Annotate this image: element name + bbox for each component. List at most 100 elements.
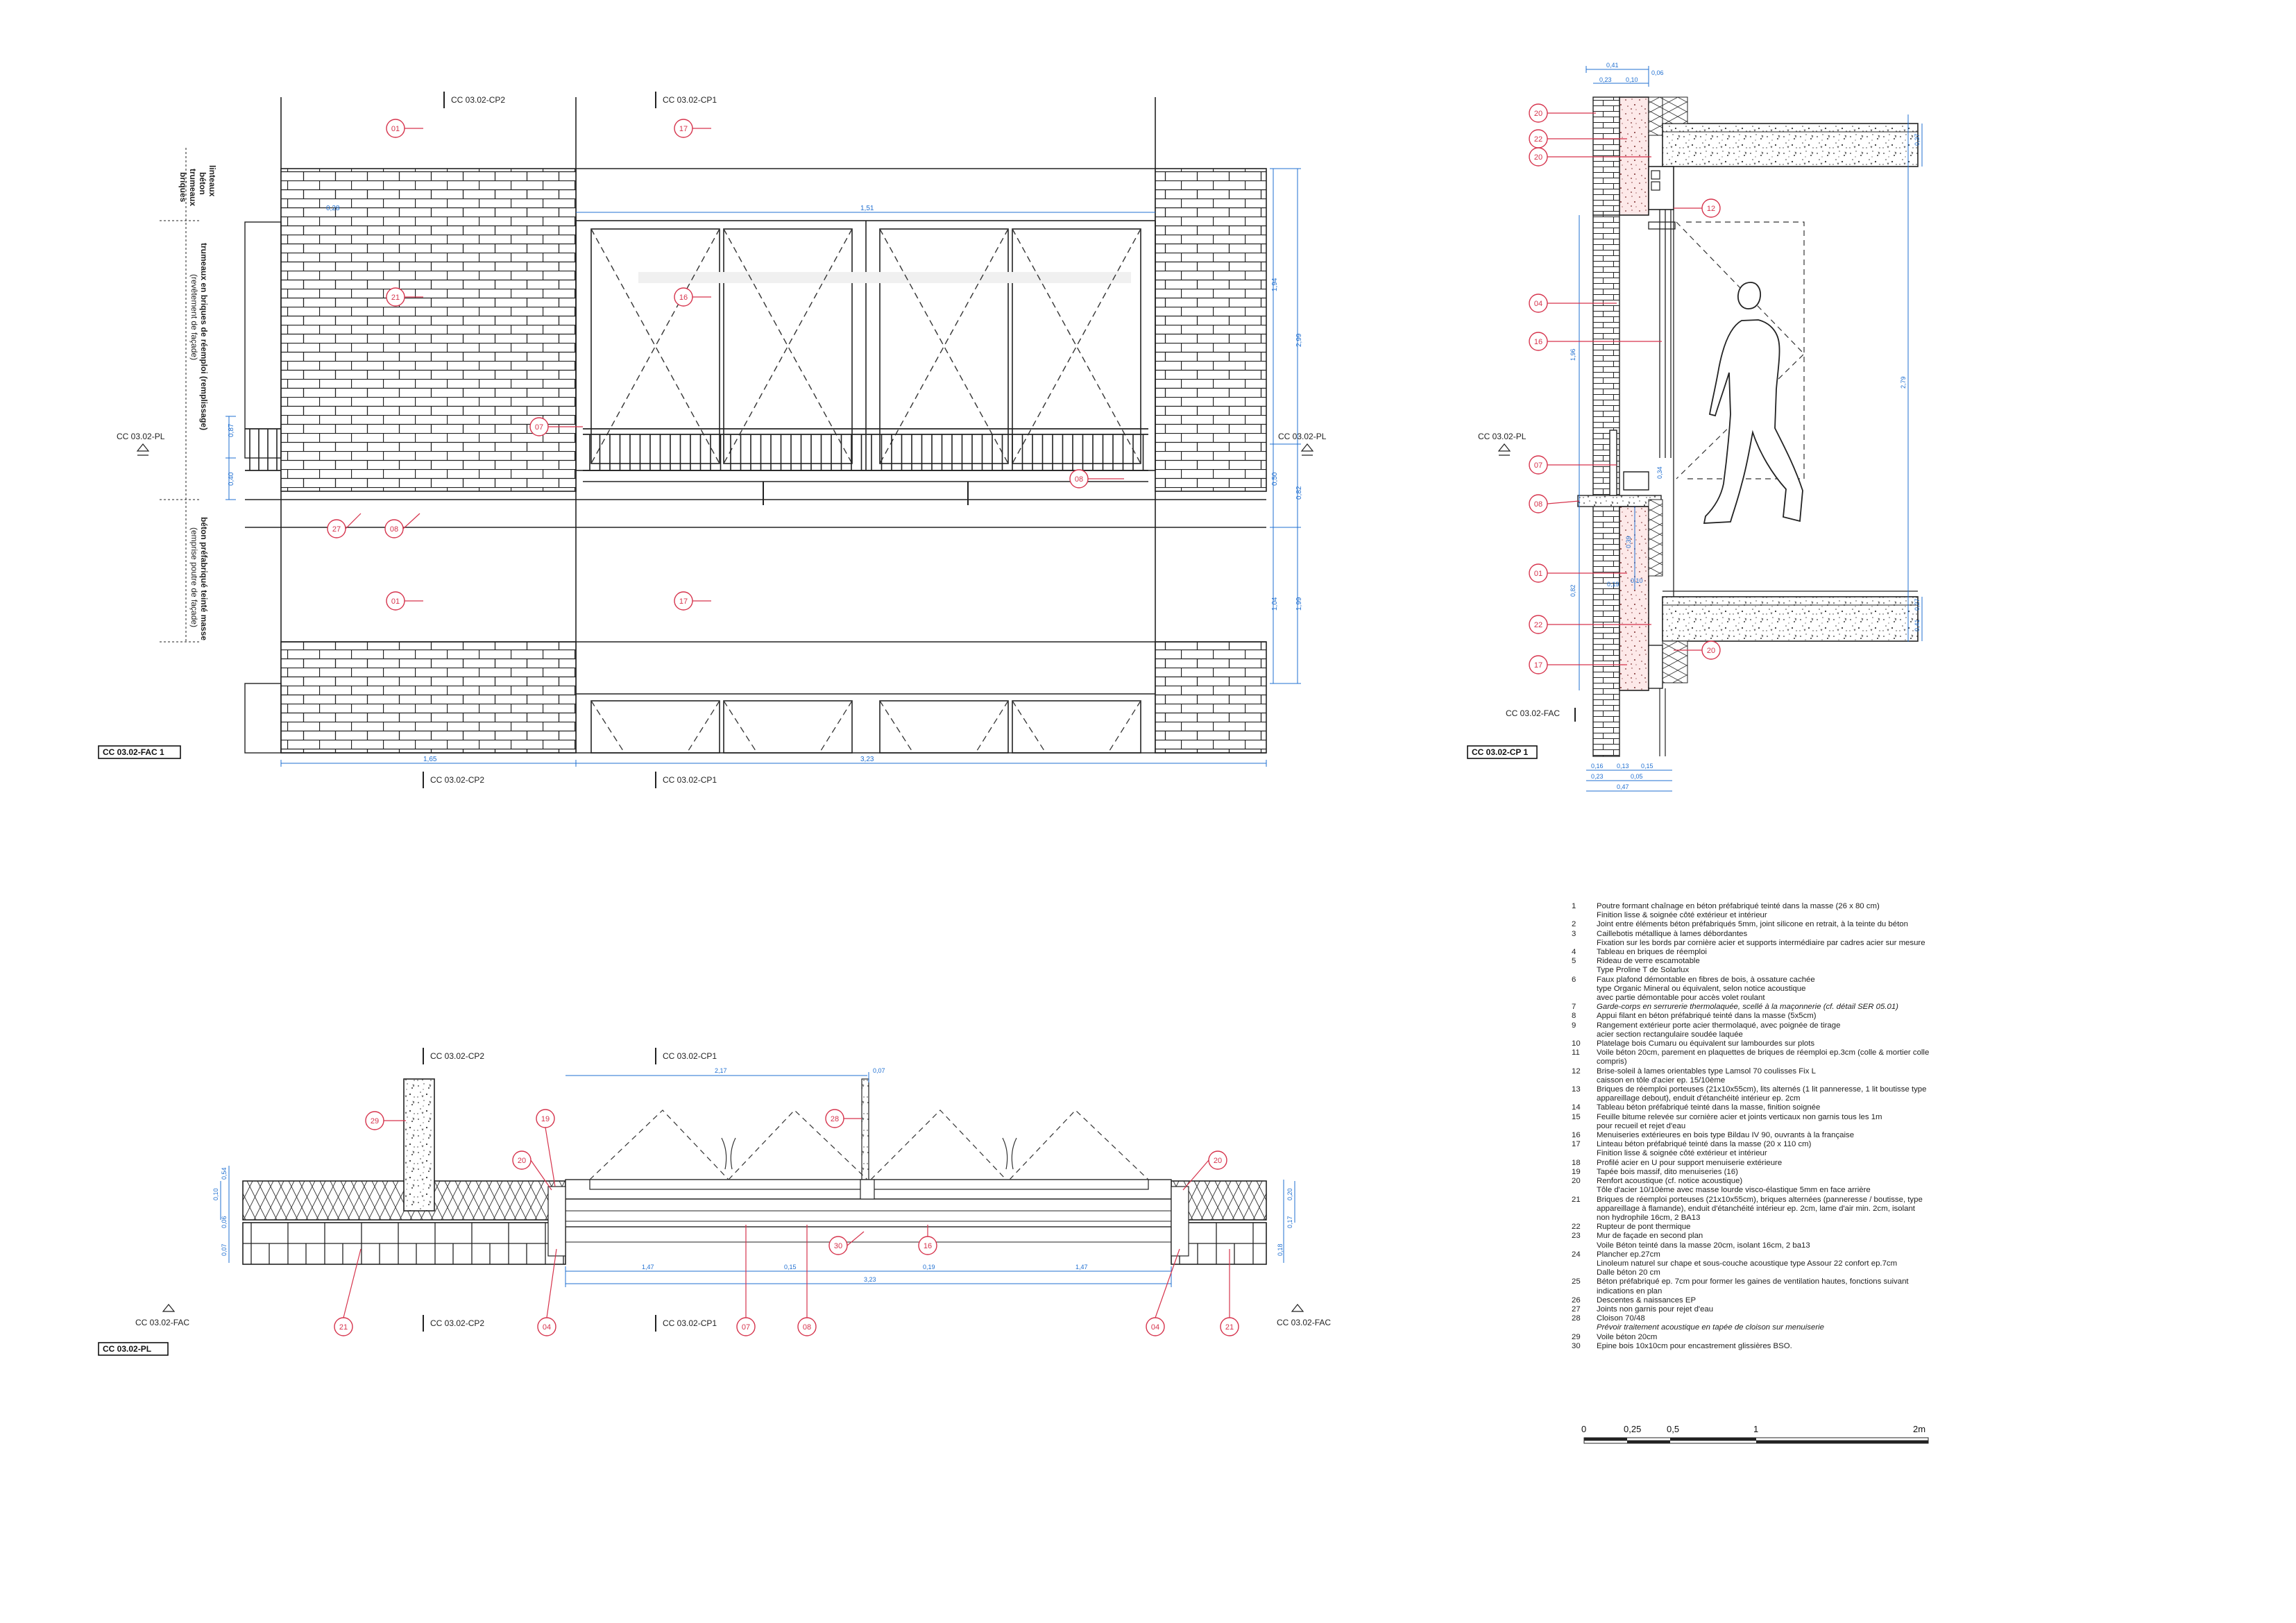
legend-number: 28: [1572, 1314, 1581, 1323]
legend-text: Finition lisse & soignée côté extérieur …: [1597, 911, 1767, 920]
legend-text: Tôle d'acier 10/10ème avec masse lourde …: [1597, 1186, 1871, 1195]
legend-text: Menuiseries extérieures en bois type Bil…: [1597, 1131, 1855, 1140]
dim: 0,06: [1651, 69, 1664, 76]
legend-text: Fixation sur les bords par cornière acie…: [1597, 938, 1925, 947]
legend-text: Rangement extérieur porte acier thermola…: [1597, 1021, 1841, 1030]
legend-text: acier section rectangulaire soudée laqué…: [1597, 1030, 1743, 1039]
legend-number: 19: [1572, 1167, 1581, 1176]
ref-cp2-plan-bottom[interactable]: CC 03.02-CP2: [430, 1318, 484, 1328]
dim: 0,19: [923, 1264, 935, 1271]
svg-text:01: 01: [391, 125, 400, 133]
ref-cp1-top[interactable]: CC 03.02-CP1: [663, 95, 717, 105]
legend-text: indications en plan: [1597, 1286, 1663, 1295]
tag: 12: [1674, 198, 1721, 218]
ref-cp2-top[interactable]: CC 03.02-CP2: [451, 95, 505, 105]
legend-number: [1572, 1186, 1597, 1195]
dim: 0,23: [1599, 76, 1612, 83]
dim: 1,47: [642, 1264, 654, 1271]
legend-number: 29: [1572, 1332, 1581, 1341]
tag: 04: [1529, 294, 1617, 313]
tag: 22: [1529, 129, 1627, 148]
legend-number: [1572, 1205, 1597, 1214]
svg-text:21: 21: [339, 1323, 348, 1332]
tag: 08: [797, 1225, 817, 1336]
dim: 0,41: [1606, 62, 1619, 69]
side-label-top-3: briques: [178, 172, 188, 203]
svg-text:12: 12: [1707, 205, 1715, 213]
dim: 1,96: [1570, 348, 1576, 361]
svg-text:22: 22: [1534, 621, 1542, 629]
dim: 0,19: [1607, 581, 1619, 588]
ref-pl-right[interactable]: CC 03.02-PL: [1278, 432, 1327, 441]
plan-tags: 29 19 28 20 20 30 16 21 04 07 08 04 21: [334, 1109, 1239, 1336]
legend-text: Platelage bois Cumaru ou équivalent sur …: [1597, 1039, 1815, 1048]
legend-text: Briques de réemploi porteuses (21x10x55c…: [1597, 1195, 1923, 1204]
legend-text: Joint entre éléments béton préfabriqués …: [1597, 920, 1908, 929]
dim: 0,23: [1591, 773, 1604, 780]
legend-number: 13: [1572, 1085, 1581, 1094]
ref-pl-left[interactable]: CC 03.02-PL: [117, 432, 165, 441]
ref-fac-plan-right[interactable]: CC 03.02-FAC: [1277, 1318, 1331, 1327]
legend-number: [1572, 1122, 1597, 1131]
svg-text:01: 01: [391, 597, 400, 606]
legend-number: [1572, 1214, 1597, 1223]
legend-text: Rideau de verre escamotable: [1597, 957, 1700, 966]
svg-text:16: 16: [1534, 338, 1542, 346]
tag: 16: [674, 287, 711, 307]
legend-text: Epine bois 10x10cm pour encastrement gli…: [1597, 1341, 1792, 1350]
svg-text:08: 08: [390, 525, 398, 534]
legend-row: Fixation sur les bords par cornière acie…: [1572, 939, 2196, 948]
ref-fac-plan-left[interactable]: CC 03.02-FAC: [135, 1318, 189, 1327]
legend-number: 21: [1572, 1195, 1581, 1204]
legend-number: [1572, 1259, 1597, 1268]
legend-number: [1572, 1094, 1597, 1103]
section-dimensions: [1579, 66, 1923, 792]
legend-number: 5: [1572, 957, 1576, 966]
dim: 0,07: [873, 1067, 885, 1074]
svg-text:20: 20: [518, 1157, 526, 1165]
svg-text:07: 07: [535, 423, 543, 432]
dim: 0,40: [228, 472, 235, 486]
scale-label: 0,25: [1624, 1424, 1642, 1434]
svg-text:30: 30: [834, 1242, 842, 1250]
tag: 19: [536, 1109, 556, 1187]
legend-row: appareillage à flamande), enduit d'étanc…: [1572, 1205, 2196, 1214]
legend-row: Tôle d'acier 10/10ème avec masse lourde …: [1572, 1186, 2196, 1195]
legend-text: Appui filant en béton préfabriqué teinté…: [1597, 1012, 1817, 1021]
legend-text: Tableau en briques de réemploi: [1597, 948, 1707, 957]
tag: 22: [1529, 615, 1651, 634]
dim: 1,51: [860, 205, 874, 212]
side-label-top-2: trumeaux: [188, 169, 198, 206]
ref-cp1-plan-bottom[interactable]: CC 03.02-CP1: [663, 1318, 717, 1328]
legend-number: [1572, 1149, 1597, 1158]
legend-number: [1572, 1241, 1597, 1250]
dim: 0,27: [1914, 598, 1921, 611]
legend-text: compris): [1597, 1057, 1627, 1067]
tag: 01: [386, 591, 423, 611]
tag: 17: [674, 591, 711, 611]
tag: 20: [1182, 1150, 1227, 1191]
ref-pl-section[interactable]: CC 03.02-PL: [1478, 432, 1527, 441]
ref-cp1-bottom[interactable]: CC 03.02-CP1: [663, 775, 717, 785]
dim: 0,50: [1271, 472, 1279, 486]
legend-text: Dalle béton 20 cm: [1597, 1268, 1660, 1277]
ref-cp1-plan-top[interactable]: CC 03.02-CP1: [663, 1051, 717, 1061]
sheet-title-cp: CC 03.02-CP 1: [1472, 747, 1528, 757]
ref-fac-section[interactable]: CC 03.02-FAC: [1506, 708, 1560, 718]
sheet-title-fac: CC 03.02-FAC 1: [103, 747, 164, 757]
tag: 04: [1146, 1248, 1180, 1336]
legend-text: Brise-soleil à lames orientables type La…: [1597, 1067, 1816, 1076]
legend-number: 4: [1572, 948, 1576, 957]
tag: 07: [529, 417, 583, 436]
tag: 21: [1220, 1249, 1239, 1336]
ref-cp2-plan-top[interactable]: CC 03.02-CP2: [430, 1051, 484, 1061]
ref-cp2-bottom[interactable]: CC 03.02-CP2: [430, 775, 484, 785]
legend-text: Voile béton 20cm: [1597, 1332, 1658, 1341]
